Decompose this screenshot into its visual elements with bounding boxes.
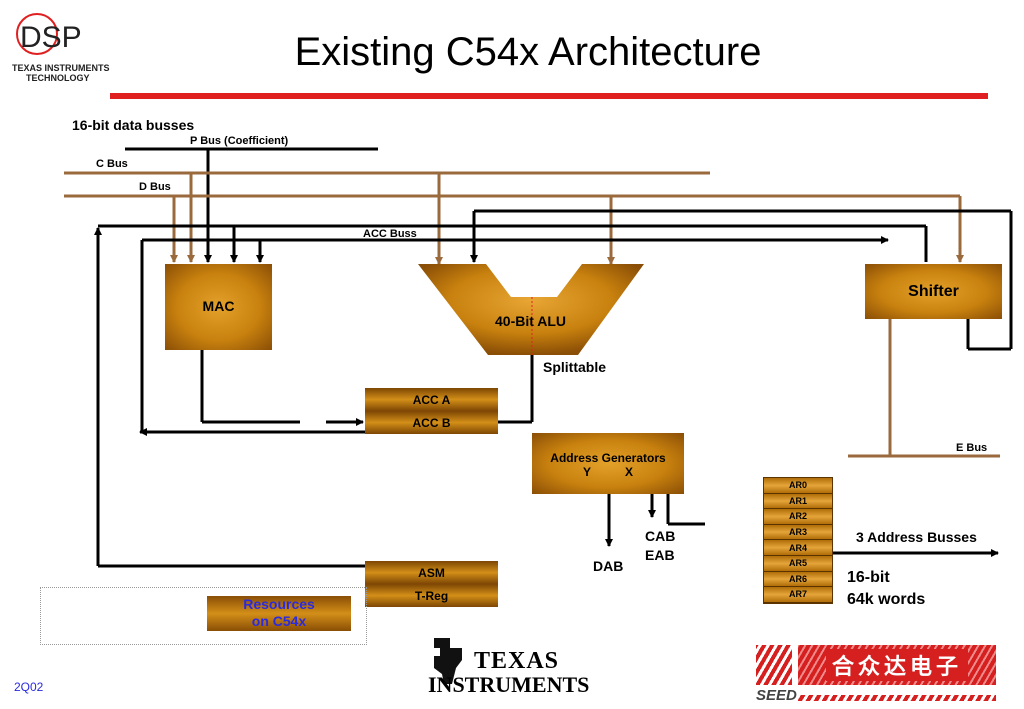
sixteen-bit-label: 16-bit <box>847 569 890 586</box>
seed-logo: 合众达电子 SEED <box>756 645 996 705</box>
ar-register-7: AR7 <box>764 587 832 603</box>
splittable-label: Splittable <box>543 359 607 375</box>
cab-label: CAB <box>645 528 676 544</box>
slide-footer: 2Q02 <box>14 680 44 694</box>
ar-register-1: AR1 <box>764 493 832 510</box>
address-generators-ports: Y X <box>583 465 633 479</box>
acc-buss-label: ACC Buss <box>363 228 417 240</box>
seed-chinese-panel: 合众达电子 <box>798 645 996 685</box>
mac-label: MAC <box>202 298 235 314</box>
dsp-logo-mark: DSP <box>16 13 82 55</box>
resources-line1: Resources <box>243 596 315 612</box>
resources-outline <box>40 587 367 645</box>
logo-line1: TEXAS INSTRUMENTS <box>12 63 110 73</box>
acc-block: ACC A ACC B <box>365 388 498 434</box>
address-generators-label: Address Generators <box>550 451 666 465</box>
treg-cell: T-Reg <box>365 584 498 607</box>
dsp-logo: DSP TEXAS INSTRUMENTS TECHNOLOGY <box>12 12 110 87</box>
ar-register-2: AR2 <box>764 509 832 525</box>
ar-register-6: AR6 <box>764 571 832 588</box>
ar-register-0: AR0 <box>764 478 832 494</box>
acc-a-cell: ACC A <box>365 388 498 411</box>
data-busses-label: 16-bit data busses <box>72 117 195 133</box>
seed-mark <box>756 645 792 685</box>
treg-label: T-Reg <box>414 588 449 603</box>
acc-b-cell: ACC B <box>365 411 498 434</box>
page-title: Existing C54x Architecture <box>294 30 762 74</box>
dsp-logo-text: DSP <box>20 21 82 54</box>
ti-logo-line1: TEXAS <box>474 648 560 674</box>
shifter-block: Shifter <box>865 264 1002 319</box>
asm-label: ASM <box>418 565 445 580</box>
ti-logo-mark <box>434 638 462 684</box>
alu-label: 40-Bit ALU <box>495 313 567 329</box>
words-label: 64k words <box>847 591 926 608</box>
acc-b-label: ACC B <box>412 415 451 430</box>
resources-line2: on C54x <box>251 613 307 629</box>
ar-register-3: AR3 <box>764 524 832 541</box>
resources-badge: Resources on C54x <box>207 596 351 631</box>
address-generators-block: Address Generators Y X <box>532 433 684 494</box>
ar-register-4: AR4 <box>764 540 832 556</box>
asm-cell: ASM <box>365 561 498 584</box>
e-bus-label: E Bus <box>956 442 988 454</box>
eab-label: EAB <box>645 547 675 563</box>
seed-brand: SEED <box>756 687 797 704</box>
addr-y-label: Y <box>582 465 591 479</box>
logo-line2: TECHNOLOGY <box>26 73 90 83</box>
ti-logo: TEXAS INSTRUMENTS <box>428 634 608 697</box>
dab-label: DAB <box>593 558 624 574</box>
shifter-label: Shifter <box>908 283 959 300</box>
seed-underline <box>798 695 996 701</box>
alu-shape <box>418 264 644 355</box>
c-bus-label: C Bus <box>96 158 128 170</box>
asm-treg-block: ASM T-Reg <box>365 561 498 607</box>
ti-logo-line2: INSTRUMENTS <box>428 672 590 697</box>
seed-chinese-text: 合众达电子 <box>825 649 968 681</box>
title-underline <box>110 93 988 99</box>
p-bus-label: P Bus (Coefficient) <box>190 135 289 147</box>
d-bus-label: D Bus <box>139 181 171 193</box>
acc-a-label: ACC A <box>412 392 451 407</box>
ar-register-5: AR5 <box>764 555 832 572</box>
addr-x-label: X <box>625 465 634 479</box>
mac-block: MAC <box>165 264 272 350</box>
address-busses-label: 3 Address Busses <box>856 529 977 545</box>
